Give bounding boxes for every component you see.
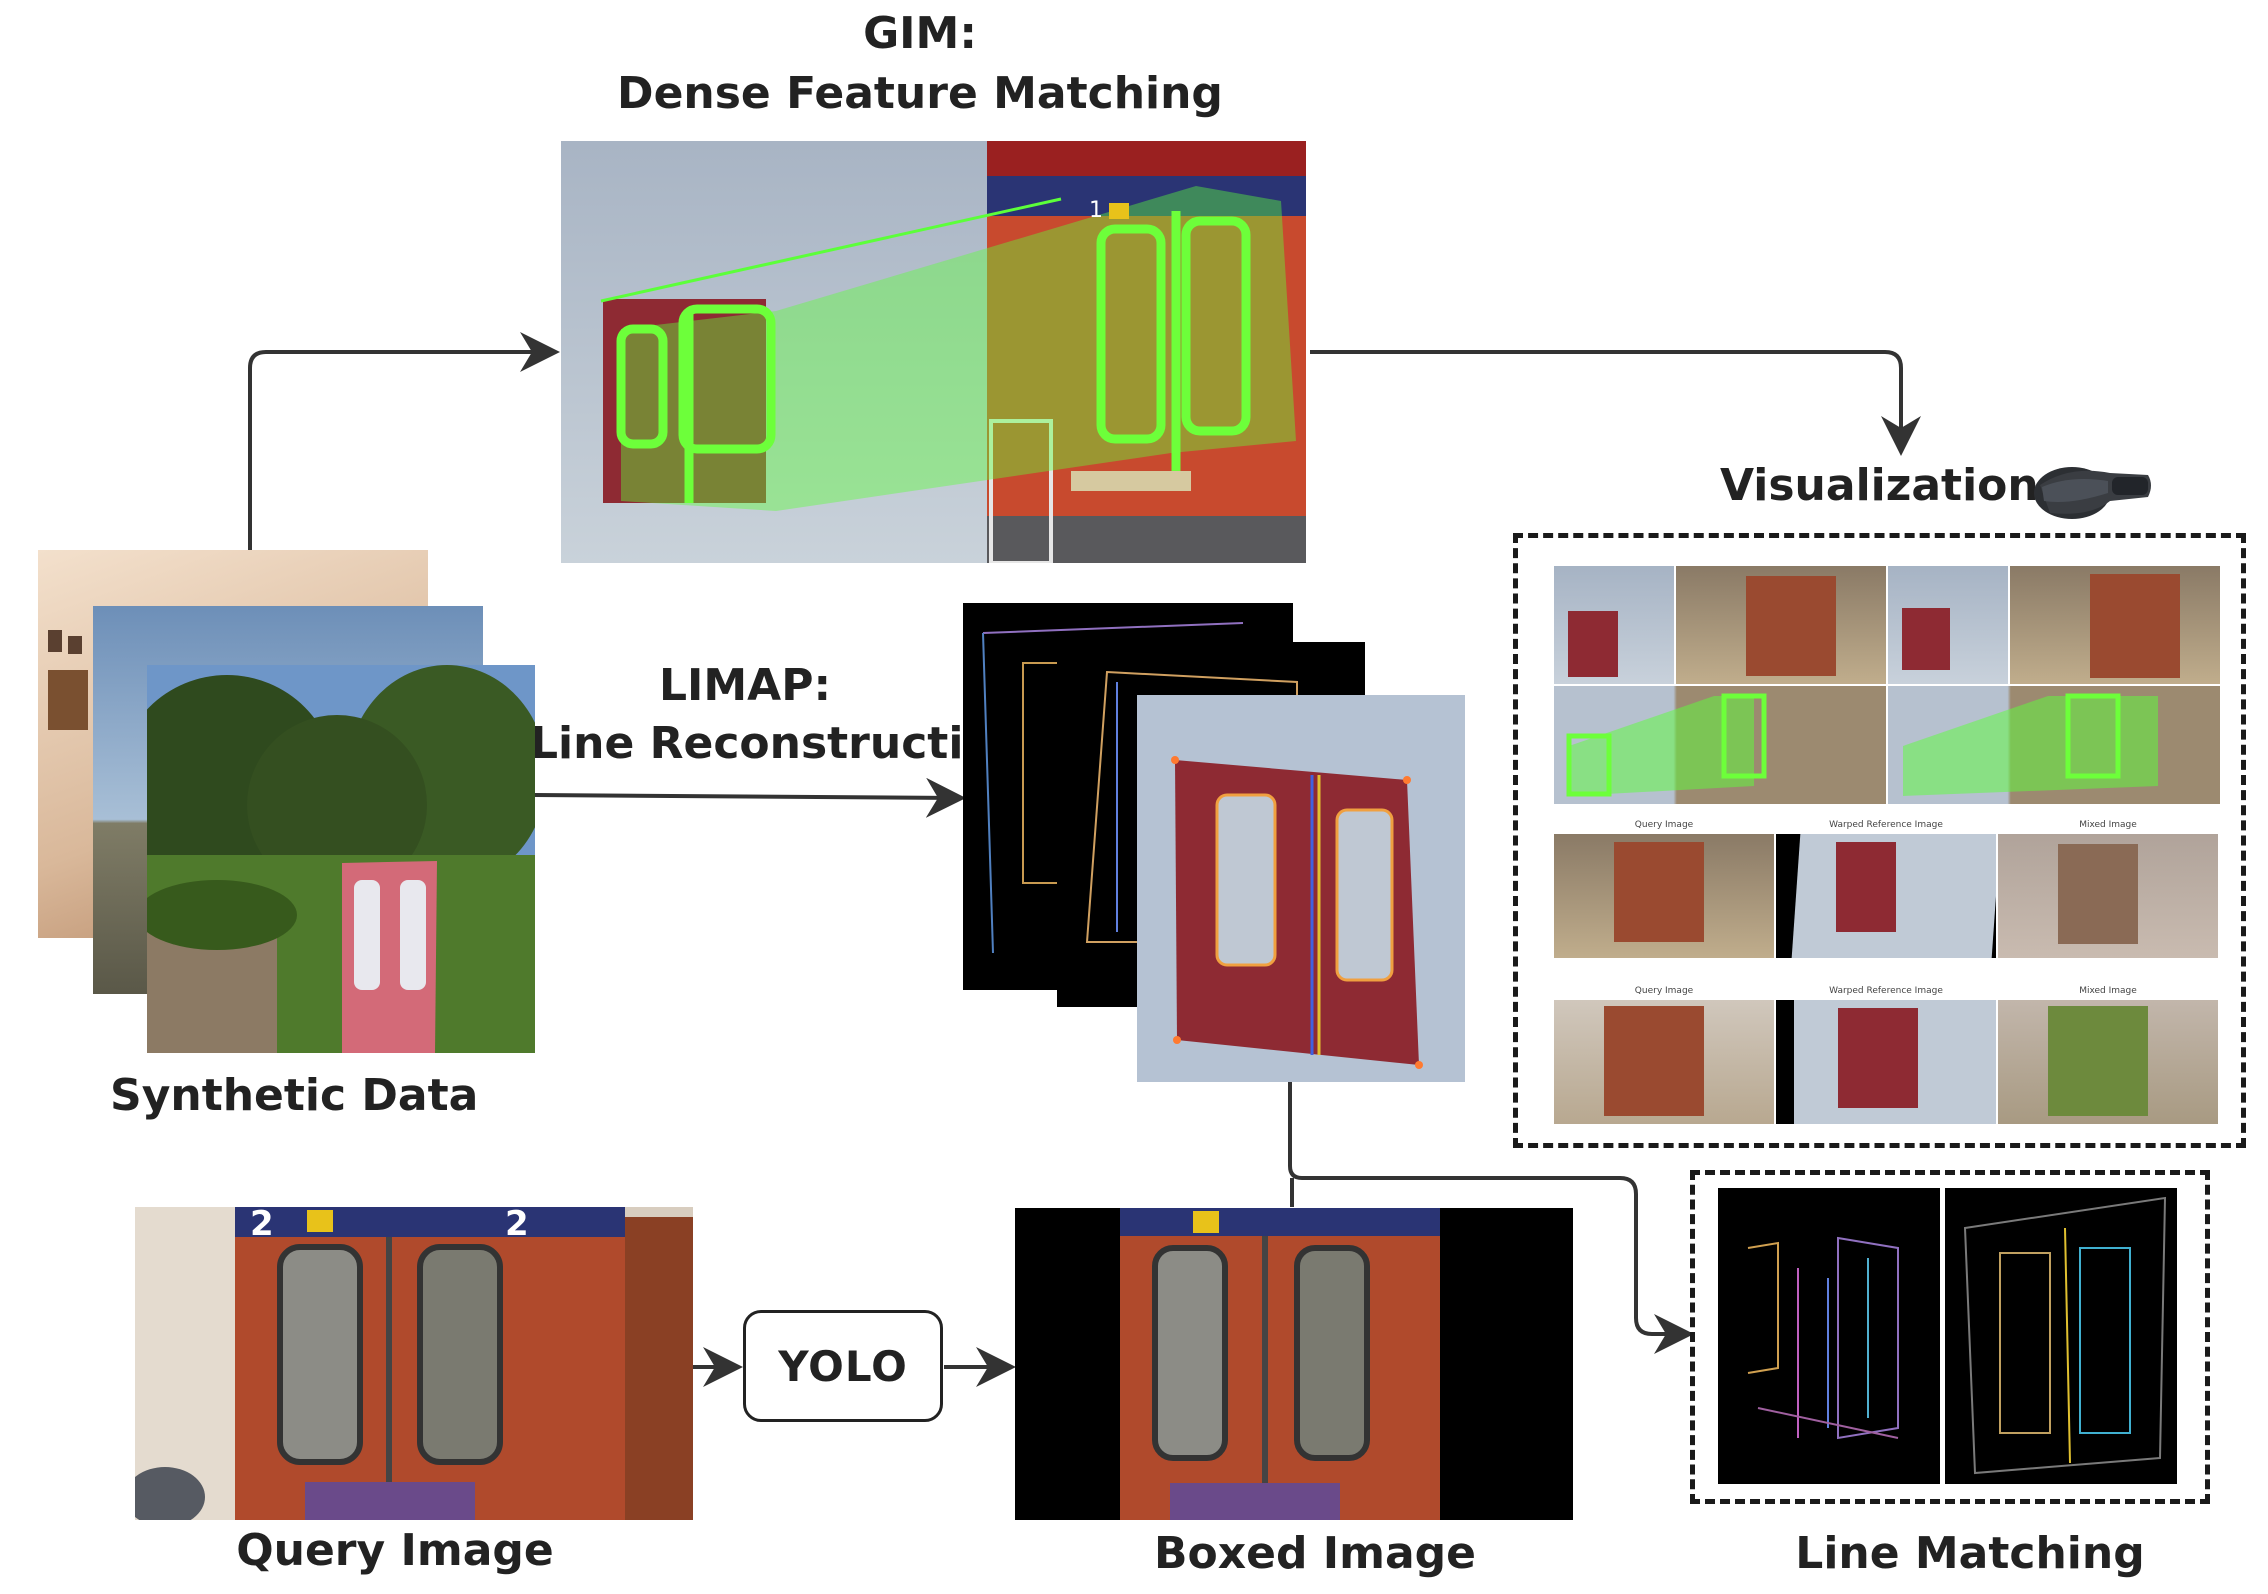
line-matching-panel bbox=[1690, 1170, 2210, 1504]
vis-warped-2 bbox=[1776, 1000, 1996, 1124]
caption-warped-1: Warped Reference Image bbox=[1829, 820, 1943, 830]
caption-query-2: Query Image bbox=[1634, 986, 1694, 996]
visualization-label: Visualization bbox=[1720, 460, 2039, 511]
vis-warped-1 bbox=[1776, 834, 1996, 958]
limap-title-line2: Line Reconstruction bbox=[530, 718, 1025, 769]
vis-tile-row1-c bbox=[1888, 566, 2008, 684]
line-match-right bbox=[1945, 1188, 2177, 1484]
limap-title-line1: LIMAP: bbox=[658, 660, 832, 711]
vr-headset-icon bbox=[2030, 455, 2155, 525]
query-image: 2 2 bbox=[135, 1207, 693, 1520]
vis-mixed-1 bbox=[1998, 834, 2218, 958]
vis-mixed-2 bbox=[1998, 1000, 2218, 1124]
vis-tile-row1-d bbox=[2010, 566, 2220, 684]
caption-query-1: Query Image bbox=[1634, 820, 1694, 830]
vis-tile-row2-a bbox=[1554, 686, 1886, 804]
line-match-left bbox=[1718, 1188, 1940, 1484]
train-number-top-left: 1 bbox=[1089, 198, 1103, 223]
synthetic-data-label: Synthetic Data bbox=[110, 1070, 479, 1121]
yolo-box: YOLO bbox=[743, 1310, 943, 1422]
caption-warped-2: Warped Reference Image bbox=[1829, 986, 1943, 996]
vis-tile-row1-b bbox=[1676, 566, 1886, 684]
gim-title-line2: Dense Feature Matching bbox=[617, 68, 1223, 119]
boxed-image bbox=[1015, 1208, 1573, 1520]
caption-mixed-2: Mixed Image bbox=[2079, 986, 2137, 996]
synthetic-image-front bbox=[147, 665, 535, 1053]
yolo-label: YOLO bbox=[778, 1341, 908, 1391]
vis-query-1 bbox=[1554, 834, 1774, 958]
limap-line-image-front bbox=[1137, 695, 1465, 1082]
caption-mixed-1: Mixed Image bbox=[2079, 820, 2137, 830]
vis-query-2 bbox=[1554, 1000, 1774, 1124]
visualization-panel: Query Image Warped Reference Image Mixed… bbox=[1513, 533, 2246, 1148]
gim-title-line1: GIM: bbox=[863, 8, 977, 59]
boxed-image-label: Boxed Image bbox=[1153, 1528, 1477, 1579]
vis-tile-row2-b bbox=[1888, 686, 2220, 804]
gim-matching-image: 1 bbox=[561, 141, 1306, 563]
train-number-left: 2 bbox=[250, 1207, 274, 1244]
query-image-label: Query Image bbox=[236, 1525, 554, 1576]
vis-tile-row1-a bbox=[1554, 566, 1674, 684]
line-matching-label: Line Matching bbox=[1795, 1528, 2145, 1579]
train-number-right: 2 bbox=[505, 1207, 529, 1244]
